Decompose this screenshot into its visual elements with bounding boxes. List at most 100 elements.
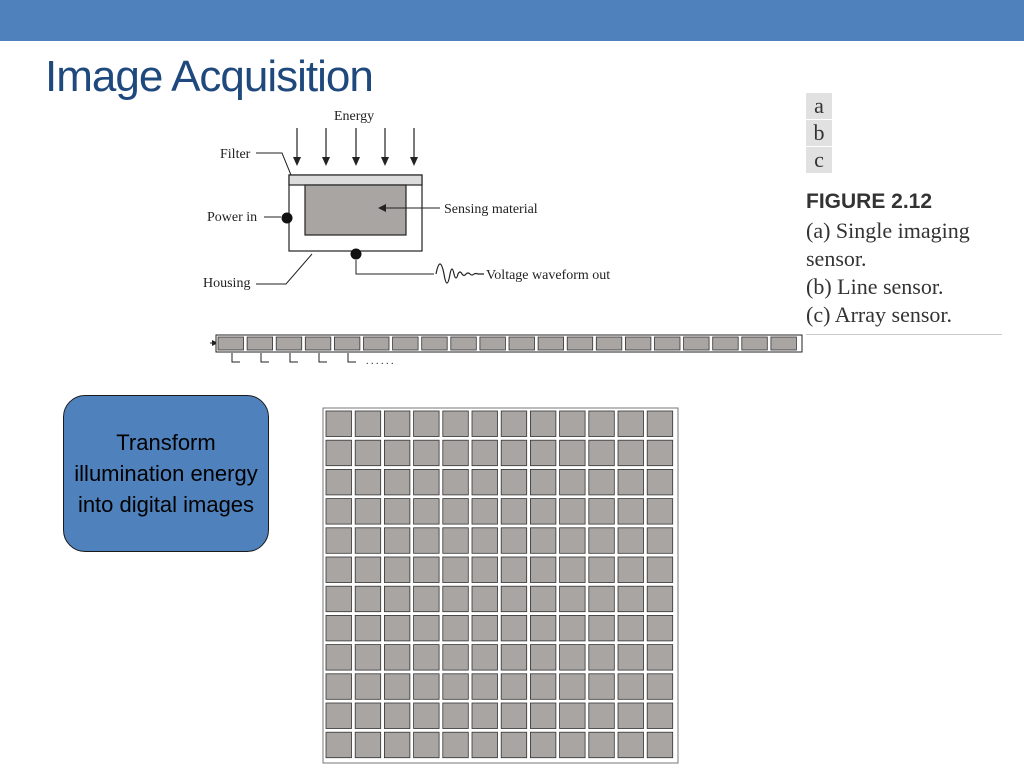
array-sensor-cell — [325, 615, 352, 642]
array-sensor-cell — [471, 585, 498, 613]
array-sensor-cell — [588, 527, 615, 554]
line-sensor-cell — [363, 336, 390, 351]
line-sensor-cell — [712, 336, 739, 351]
array-sensor-cell — [588, 731, 615, 759]
array-sensor-cell — [354, 498, 382, 525]
array-sensor-cell — [646, 556, 674, 583]
line-sensor-cell — [333, 336, 361, 351]
array-sensor-cell — [588, 410, 615, 437]
array-sensor-cell — [442, 556, 469, 583]
array-sensor-cell — [471, 673, 498, 700]
array-sensor-cell — [383, 585, 411, 613]
figure-caption: (a) Single imaging sensor. (b) Line sens… — [806, 217, 970, 329]
array-sensor-cell — [559, 702, 586, 729]
array-sensor-cell — [500, 673, 528, 700]
array-sensor-cell — [354, 527, 382, 554]
array-sensor-cell — [413, 410, 440, 437]
array-sensor-cell — [471, 439, 498, 467]
array-sensor-cell — [617, 556, 644, 583]
array-sensor-cell — [471, 410, 498, 437]
array-sensor-cell — [530, 498, 557, 525]
voltage-waveform — [435, 263, 484, 284]
array-sensor-cell — [617, 702, 644, 729]
array-sensor-cell — [588, 439, 615, 467]
array-sensor-cell — [325, 731, 352, 759]
array-sensor-cell — [617, 527, 644, 554]
array-sensor-cell — [500, 615, 528, 642]
panel-letter-a: a — [806, 93, 832, 119]
output-terminal — [350, 248, 362, 260]
line-sensor-cell — [537, 336, 564, 351]
array-sensor-cell — [559, 410, 586, 437]
array-sensor-cell — [442, 410, 469, 437]
array-sensor-cell — [559, 585, 586, 613]
array-sensor-cell — [559, 673, 586, 700]
array-sensor-cell — [617, 615, 644, 642]
array-sensor-cell — [646, 468, 674, 496]
array-sensor-cell — [559, 439, 586, 467]
array-sensor-cell — [500, 468, 528, 496]
array-sensor-cell — [354, 439, 382, 467]
array-sensor-cell — [354, 556, 382, 583]
array-sensor-cell — [588, 644, 615, 671]
figure-label: FIGURE 2.12 — [806, 190, 933, 213]
array-sensor-cell — [617, 468, 644, 496]
energy-label: Energy — [334, 109, 374, 124]
array-sensor-cell — [646, 439, 674, 467]
array-sensor-cell — [617, 673, 644, 700]
array-sensor-cell — [471, 702, 498, 729]
caption-divider — [806, 334, 1002, 335]
array-sensor-cell — [354, 673, 382, 700]
array-sensor-cell — [413, 527, 440, 554]
callout-box: Transform illumination energy into digit… — [63, 395, 269, 552]
array-sensor-cell — [383, 702, 411, 729]
panel-letter-b: b — [806, 120, 832, 146]
array-sensor-cell — [354, 731, 382, 759]
array-sensor-cell — [471, 615, 498, 642]
array-sensor-cell — [530, 439, 557, 467]
array-sensor-cell — [500, 731, 528, 759]
array-sensor-cell — [530, 702, 557, 729]
array-sensor-cell — [530, 615, 557, 642]
array-sensor-cell — [471, 556, 498, 583]
line-sensor-cell — [683, 336, 710, 351]
array-sensor-cell — [413, 644, 440, 671]
array-sensor-cell — [646, 702, 674, 729]
array-sensor-cell — [442, 673, 469, 700]
array-sensor-cell — [500, 410, 528, 437]
array-sensor-cell — [646, 644, 674, 671]
line-sensor-cell — [654, 336, 681, 351]
caption-line: (a) Single imaging — [806, 218, 970, 243]
energy-arrows — [296, 128, 415, 160]
array-sensor-cell — [471, 527, 498, 554]
line-sensor-cell — [304, 336, 332, 351]
array-sensor-cell — [354, 644, 382, 671]
array-sensor-cell — [325, 468, 352, 496]
array-sensor-cell — [413, 585, 440, 613]
array-sensor-cell — [646, 731, 674, 759]
line-sensor-cell — [275, 336, 303, 351]
array-sensor-cell — [588, 468, 615, 496]
array-sensor-cell — [413, 702, 440, 729]
array-sensor-cell — [530, 585, 557, 613]
array-sensor-cell — [588, 615, 615, 642]
array-sensor-cell — [559, 731, 586, 759]
array-sensor-cell — [617, 498, 644, 525]
array-sensor-cell — [530, 644, 557, 671]
array-sensor-cell — [354, 615, 382, 642]
array-sensor-cell — [325, 644, 352, 671]
line-sensor-cell — [595, 336, 623, 351]
line-sensor-cell — [479, 336, 506, 351]
array-sensor-cell — [646, 498, 674, 525]
array-sensor-cell — [413, 439, 440, 467]
filter-label: Filter — [220, 147, 251, 162]
array-sensor-cell — [325, 498, 352, 525]
voltage-out-label: Voltage waveform out — [486, 268, 610, 283]
array-sensor-cell — [646, 673, 674, 700]
array-sensor-cell — [559, 644, 586, 671]
power-terminal — [281, 212, 293, 224]
array-sensor-cell — [442, 644, 469, 671]
array-sensor-cells — [325, 410, 674, 759]
array-sensor-cell — [617, 410, 644, 437]
